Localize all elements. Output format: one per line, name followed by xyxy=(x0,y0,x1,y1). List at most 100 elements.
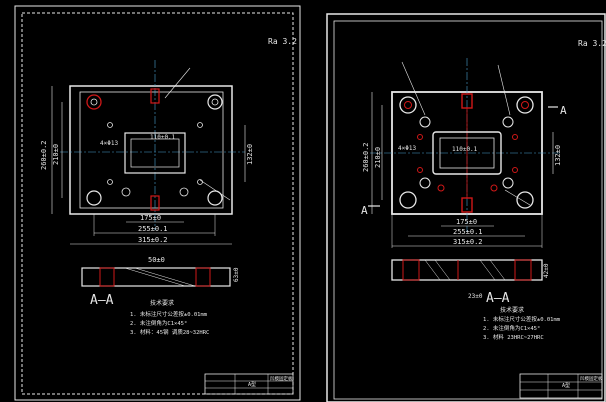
right-section-hatch-3 xyxy=(479,259,496,281)
right-note-2: 2. 未注倒角为C1×45° xyxy=(483,324,540,332)
left-roughness-symbol: Ra 3.2 xyxy=(268,37,297,46)
right-cut-label-top: A xyxy=(560,104,567,117)
left-hole-tl xyxy=(86,94,102,110)
left-plate-inner-outline xyxy=(79,91,224,209)
left-dim-h-outer: 260±0.2 xyxy=(40,140,48,170)
right-section-side-dim: 42±0 xyxy=(543,263,550,278)
right-dim-h-right: 132±0 xyxy=(554,145,562,166)
left-section-hatch-1 xyxy=(124,267,186,287)
right-section-hatch-2 xyxy=(434,259,451,281)
left-note-3: 3. 材料：45钢 调质28~32HRC xyxy=(130,328,209,336)
left-hole-tl-inner xyxy=(90,98,98,106)
right-section-red-1 xyxy=(402,259,420,281)
right-sheet-border xyxy=(326,13,606,402)
left-section-view xyxy=(81,267,231,287)
right-hole-s2 xyxy=(512,134,518,140)
right-hole-s1 xyxy=(417,134,423,140)
right-hole-tl xyxy=(399,96,417,114)
right-hole-s4 xyxy=(512,167,518,173)
right-note-3: 3. 材料 23HRC~27HRC xyxy=(483,333,544,341)
left-dim-w-mid: 255±0.1 xyxy=(138,225,168,233)
right-sheet-inner-border xyxy=(333,20,603,400)
right-hole-s6 xyxy=(490,184,498,192)
left-hole-small-3 xyxy=(107,179,113,185)
right-center-pocket xyxy=(432,131,502,175)
right-tech-notes: 技术要求 1. 未标注尺寸公差按±0.01mm 2. 未注倒角为C1×45° 3… xyxy=(483,306,561,341)
left-dim-w-inner: 175±0 xyxy=(140,214,161,222)
right-hole-s3 xyxy=(417,167,423,173)
right-hole-s5 xyxy=(437,184,445,192)
left-sheet-border xyxy=(14,5,301,401)
left-hole-small-5 xyxy=(121,187,131,197)
right-cut-label-bottom: A xyxy=(361,204,368,217)
right-leader-2 xyxy=(497,64,511,116)
right-section-hatch-1 xyxy=(424,259,441,281)
right-pocket-dim: 110±0.1 xyxy=(452,146,478,153)
left-section-label: A—A xyxy=(90,293,114,308)
left-tech-notes: 技术要求 1. 未标注尺寸公差按±0.01mm 2. 未注倒角为C1×45° 3… xyxy=(130,299,209,336)
left-title-block: A型 凹模固定板 xyxy=(204,373,294,395)
right-dim-w-outer: 315±0.2 xyxy=(453,238,483,246)
left-dim-w-outer: 315±0.2 xyxy=(138,236,168,244)
left-section-top-dim: 50±0 xyxy=(148,256,165,264)
right-dim-w-inner: 175±0 xyxy=(456,218,477,226)
left-title-b: 凹模固定板 xyxy=(270,375,293,382)
right-sheet: Ra 3.2 110±0.1 4×Φ13 xyxy=(326,13,606,402)
left-note-1: 1. 未标注尺寸公差按±0.01mm xyxy=(130,310,208,318)
left-hole-small-2 xyxy=(197,122,203,128)
left-note-dim: 4×Φ13 xyxy=(100,140,118,147)
left-hole-tr xyxy=(207,94,223,110)
right-section-view xyxy=(391,259,543,281)
right-hole-m4 xyxy=(502,177,514,189)
left-section-red-1 xyxy=(99,267,115,287)
right-section-hatch-4 xyxy=(489,259,506,281)
left-slot-top xyxy=(150,88,160,104)
left-dim-h-right: 132±0 xyxy=(246,144,254,165)
right-hole-tr xyxy=(516,96,534,114)
left-section-red-2 xyxy=(195,267,211,287)
left-note-2: 2. 未注倒角为C1×45° xyxy=(130,319,187,327)
left-section-hatch-2 xyxy=(134,267,196,287)
left-hole-small-6 xyxy=(179,187,189,197)
right-title-a: A型 xyxy=(562,382,570,389)
left-sheet: Ra 3.2 4×Φ13 110±0.1 175±0 xyxy=(14,5,301,401)
left-hole-bl xyxy=(86,190,102,206)
right-title-block: A型 凹模固定板 xyxy=(519,373,603,399)
right-leader-3 xyxy=(504,189,531,206)
right-hole-br xyxy=(516,191,534,209)
left-title-a: A型 xyxy=(248,381,256,388)
left-leader-2 xyxy=(199,179,231,201)
right-center-pocket-inner xyxy=(439,137,495,169)
right-hole-bl xyxy=(399,191,417,209)
right-leader-1 xyxy=(401,61,426,116)
right-hole-tl-inner xyxy=(404,101,412,109)
left-center-pocket xyxy=(124,132,186,174)
left-dim-h-inner: 210±0 xyxy=(52,144,60,165)
left-leader-1 xyxy=(164,67,191,99)
left-note-0: 技术要求 xyxy=(150,299,174,307)
left-sheet-inner-border xyxy=(21,12,294,395)
left-hole-tr-inner xyxy=(211,98,219,106)
right-hole-tr-inner xyxy=(521,101,529,109)
right-section-label: A—A xyxy=(486,291,510,306)
left-pocket-dim: 110±0.1 xyxy=(150,134,176,141)
left-hole-small-1 xyxy=(107,122,113,128)
left-hole-br xyxy=(207,190,223,206)
left-section-side-dim: 63±0 xyxy=(233,267,240,282)
right-hole-m1 xyxy=(419,116,431,128)
right-roughness-symbol: Ra 3.2 xyxy=(578,39,606,48)
left-center-pocket-inner xyxy=(130,138,180,168)
right-hole-m3 xyxy=(419,177,431,189)
right-dim-w-mid: 255±0.1 xyxy=(453,228,483,236)
right-hole-m2 xyxy=(502,116,514,128)
right-note-0: 技术要求 xyxy=(500,306,524,314)
right-dim-h-outer: 260±0.2 xyxy=(362,142,370,172)
right-title-b: 凹模固定板 xyxy=(580,375,603,382)
right-note-1: 1. 未标注尺寸公差按±0.01mm xyxy=(483,315,561,323)
right-section-red-2 xyxy=(514,259,532,281)
left-slot-bottom xyxy=(150,195,160,211)
right-section-depth-dim: 23±0 xyxy=(468,293,483,300)
left-plate-outline xyxy=(69,85,233,215)
right-left-marks: 4×Φ13 xyxy=(398,145,416,152)
